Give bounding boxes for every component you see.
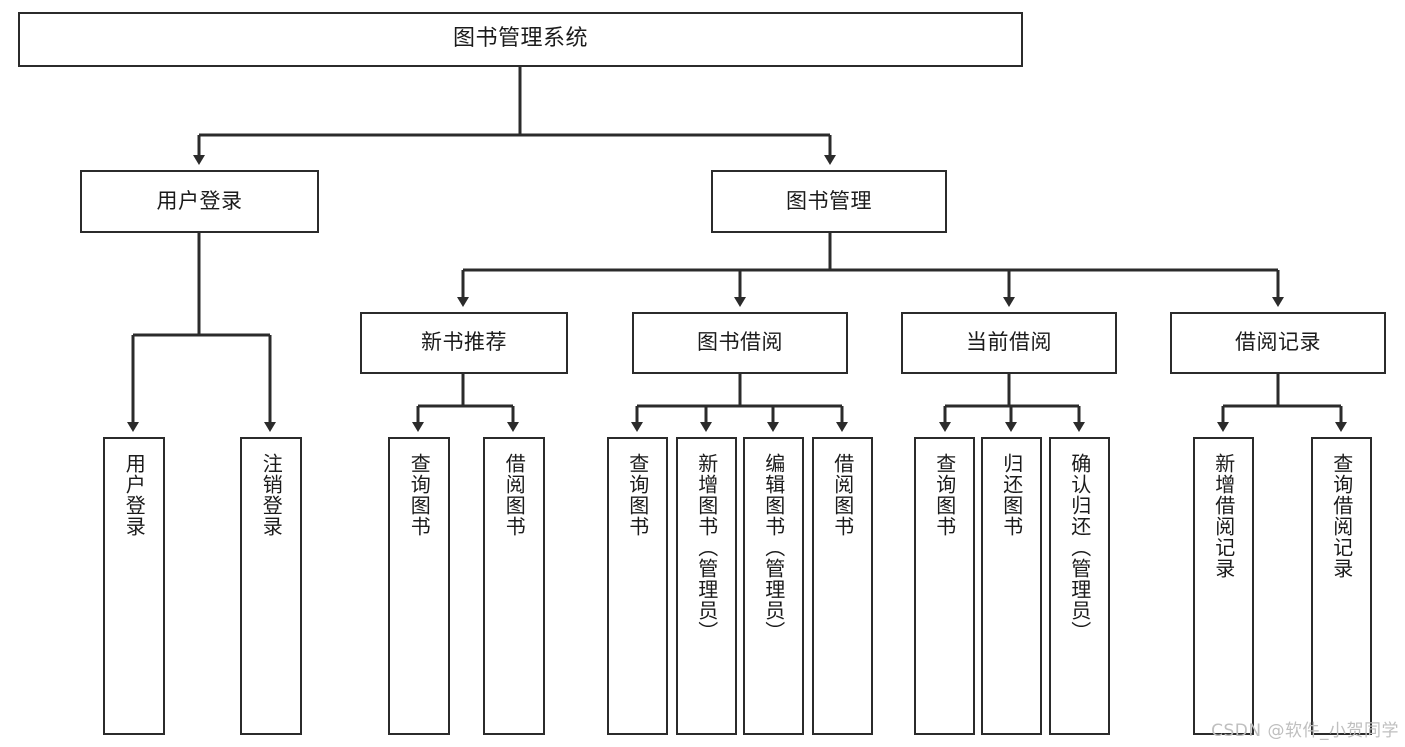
- node-book-borrowing[interactable]: 图书借阅: [632, 312, 848, 374]
- leaf-node-return-books[interactable]: 归还图书: [981, 437, 1042, 735]
- node-user-login[interactable]: 用户登录: [80, 170, 319, 233]
- node-label: 新增借阅记录: [1211, 453, 1236, 579]
- node-label: 当前借阅: [966, 330, 1052, 355]
- edges-bookmgmt-to-level2: [457, 233, 1284, 307]
- node-label: 图书借阅: [697, 330, 783, 355]
- node-label: 用户登录: [156, 188, 243, 213]
- node-label: 借阅记录: [1235, 330, 1321, 355]
- edges-userlogin-to-leaves: [127, 233, 276, 432]
- edges-records-to-leaves: [1217, 374, 1347, 432]
- node-label: 查询图书: [625, 453, 650, 537]
- leaf-node-borrow-books-newbook[interactable]: 借阅图书: [483, 437, 545, 735]
- node-label: 注销登录: [259, 453, 284, 537]
- node-label: 图书管理: [786, 188, 872, 213]
- node-label: 编辑图书（管理员）: [761, 453, 786, 642]
- leaf-node-search-books-current[interactable]: 查询图书: [914, 437, 975, 735]
- edges-root-to-level1: [193, 67, 836, 165]
- edges-newbook-to-leaves: [412, 374, 519, 432]
- leaf-node-search-books-borrowing[interactable]: 查询图书: [607, 437, 668, 735]
- node-new-book-recommendation[interactable]: 新书推荐: [360, 312, 568, 374]
- node-label: 归还图书: [999, 453, 1024, 537]
- node-label: 确认归还（管理员）: [1067, 453, 1092, 642]
- leaf-node-search-books-newbook[interactable]: 查询图书: [388, 437, 450, 735]
- node-label: 新增图书（管理员）: [694, 453, 719, 642]
- node-book-management[interactable]: 图书管理: [711, 170, 947, 233]
- edges-current-to-leaves: [939, 374, 1085, 432]
- node-label: 查询图书: [407, 453, 432, 537]
- leaf-node-confirm-return-admin[interactable]: 确认归还（管理员）: [1049, 437, 1110, 735]
- node-borrow-records[interactable]: 借阅记录: [1170, 312, 1386, 374]
- node-current-borrowing[interactable]: 当前借阅: [901, 312, 1117, 374]
- node-label: 查询借阅记录: [1329, 453, 1354, 579]
- leaf-node-add-borrow-record[interactable]: 新增借阅记录: [1193, 437, 1254, 735]
- leaf-node-user-login[interactable]: 用户登录: [103, 437, 165, 735]
- node-root-library-management-system[interactable]: 图书管理系统: [18, 12, 1023, 67]
- edges-borrow-to-leaves: [631, 374, 848, 432]
- leaf-node-edit-book-admin[interactable]: 编辑图书（管理员）: [743, 437, 804, 735]
- node-label: 借阅图书: [502, 453, 527, 537]
- leaf-node-borrow-books-borrowing[interactable]: 借阅图书: [812, 437, 873, 735]
- node-label: 新书推荐: [421, 330, 507, 355]
- leaf-node-search-borrow-record[interactable]: 查询借阅记录: [1311, 437, 1372, 735]
- node-label: 用户登录: [122, 453, 147, 537]
- leaf-node-logout[interactable]: 注销登录: [240, 437, 302, 735]
- node-label: 借阅图书: [830, 453, 855, 537]
- leaf-node-add-book-admin[interactable]: 新增图书（管理员）: [676, 437, 737, 735]
- node-label: 图书管理系统: [452, 26, 588, 52]
- node-label: 查询图书: [932, 453, 957, 537]
